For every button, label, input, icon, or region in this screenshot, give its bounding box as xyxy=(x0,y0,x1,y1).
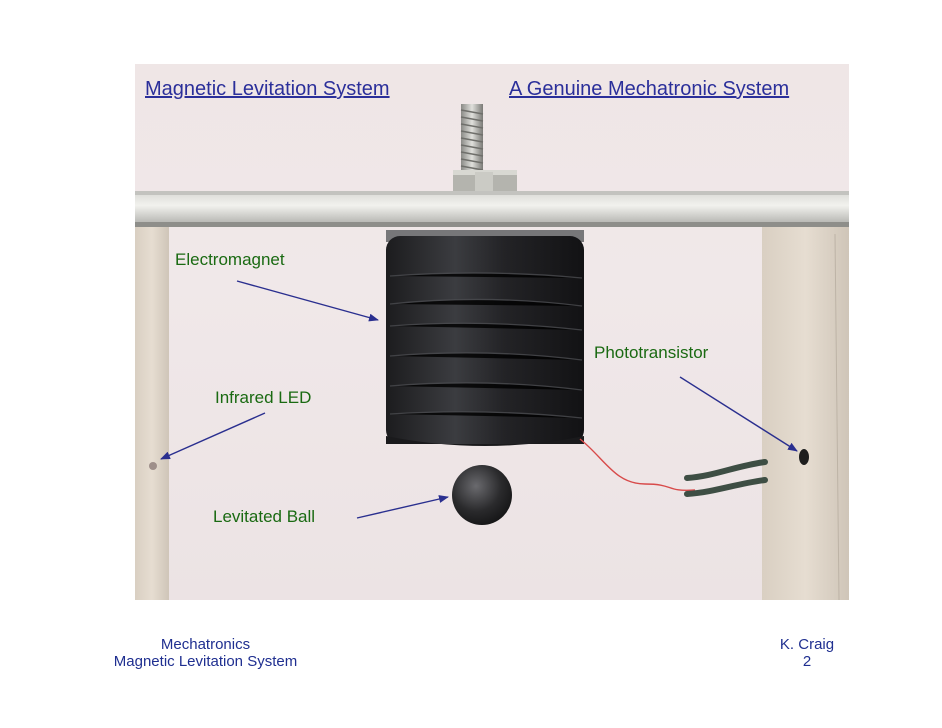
footer-right: K. Craig 2 xyxy=(772,636,842,670)
label-levitated-ball: Levitated Ball xyxy=(213,507,316,526)
infrared-led-hole xyxy=(149,462,157,470)
footer-subtitle: Magnetic Levitation System xyxy=(113,653,298,670)
sensor-wires xyxy=(579,438,768,497)
label-phototransistor: Phototransistor xyxy=(594,343,709,362)
footer-author: K. Craig xyxy=(779,636,835,653)
footer-course: Mechatronics xyxy=(160,636,251,653)
title-right: A Genuine Mechatronic System xyxy=(509,78,790,100)
levitation-photo xyxy=(135,64,849,600)
label-electromagnet: Electromagnet xyxy=(175,250,285,269)
electromagnet-coil xyxy=(386,230,584,446)
photo-illustration xyxy=(135,104,849,600)
threaded-bolt xyxy=(453,104,517,192)
right-post xyxy=(762,227,849,600)
levitated-ball xyxy=(452,465,512,525)
phototransistor-hole xyxy=(799,449,809,465)
aluminum-beam xyxy=(135,191,849,227)
label-infrared-led: Infrared LED xyxy=(215,388,312,407)
footer-left: Mechatronics Magnetic Levitation System xyxy=(103,636,308,670)
left-post xyxy=(135,227,169,600)
title-left: Magnetic Levitation System xyxy=(145,78,390,100)
footer-page-number: 2 xyxy=(802,653,812,670)
